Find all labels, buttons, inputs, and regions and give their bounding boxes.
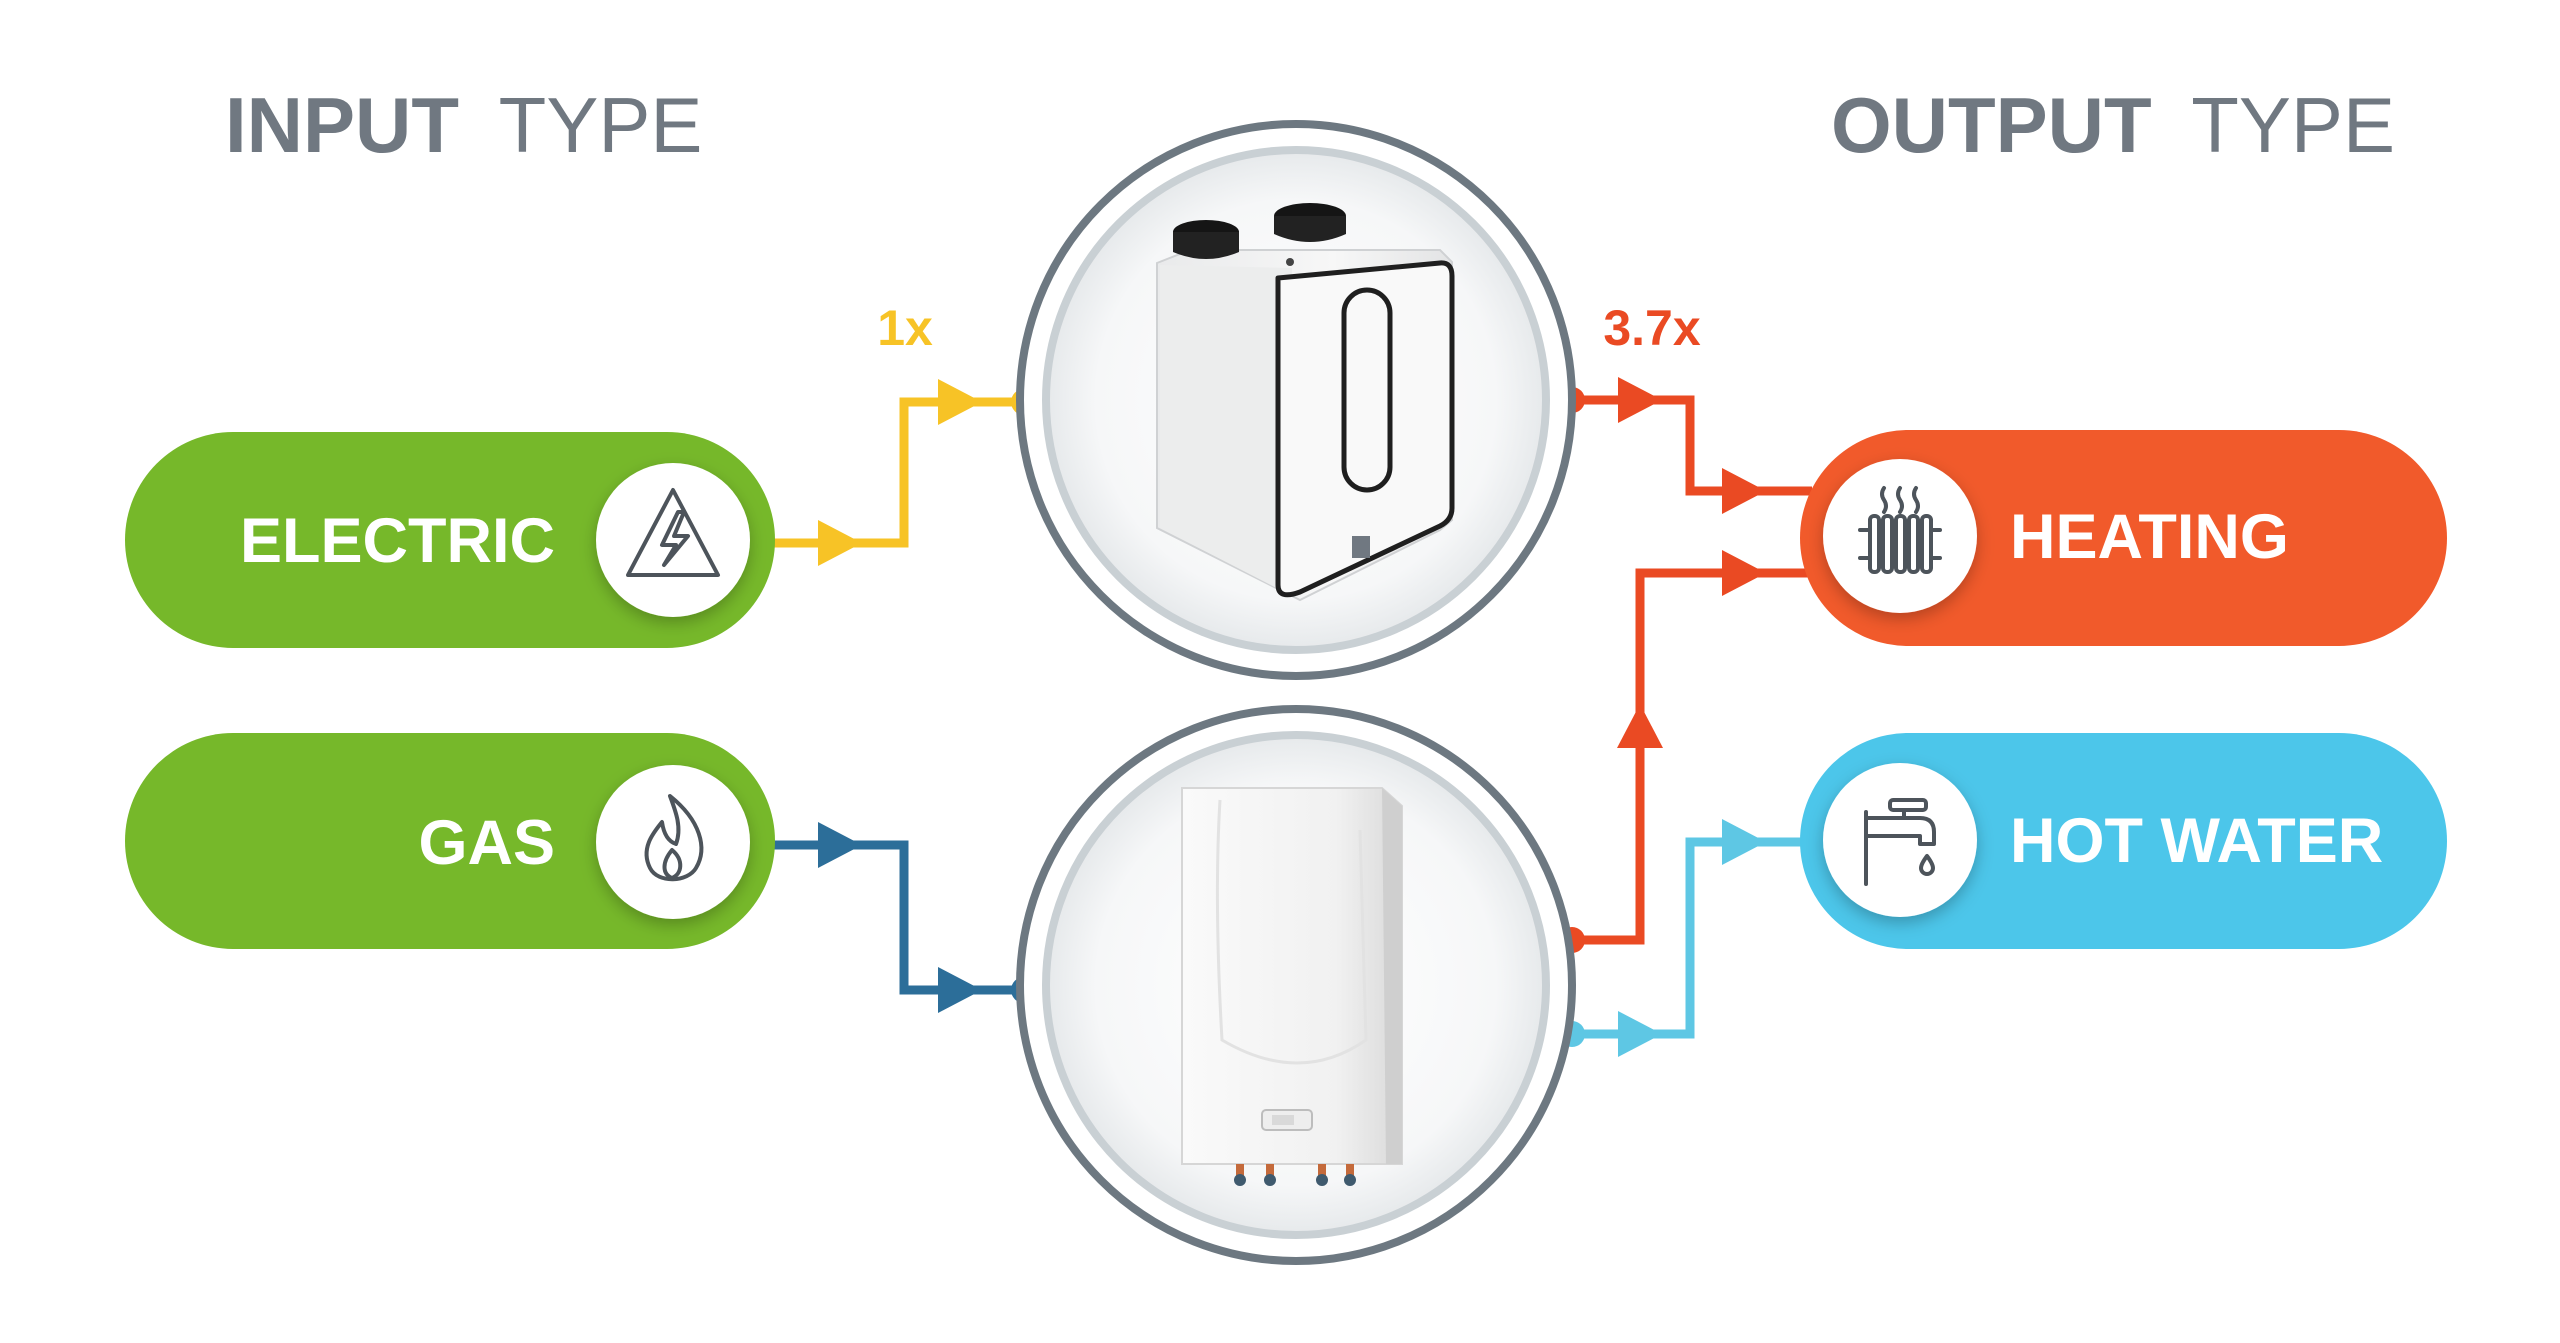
- heat-pump-to-heating-connector: [1572, 395, 1812, 496]
- hot-water-pill: [1800, 733, 2447, 949]
- water-arrow-2: [1722, 819, 1766, 865]
- electric-arrow-2: [938, 379, 982, 425]
- electric-label: ELECTRIC: [240, 506, 555, 576]
- input-multiplier: 1x: [877, 300, 933, 356]
- output-heading-bold: OUTPUT: [1831, 81, 2152, 169]
- hot-water-icon-badge: [1823, 763, 1977, 917]
- output-heating: HEATING: [1800, 430, 2447, 646]
- gas-boiler-device: [1016, 705, 1576, 1265]
- input-heading-bold: INPUT: [225, 81, 459, 169]
- electric-warning-icon: [626, 488, 720, 577]
- output-multiplier: 3.7x: [1603, 300, 1701, 356]
- electric-icon-badge: [596, 463, 750, 617]
- gas-boiler-unit: [1181, 787, 1403, 1186]
- water-arrow-1: [1618, 1011, 1662, 1057]
- output-hot-water: HOT WATER: [1800, 733, 2447, 949]
- heating-label: HEATING: [2010, 502, 2289, 572]
- input-gas: GAS: [125, 733, 775, 949]
- input-type-heading: INPUT TYPE: [225, 81, 702, 169]
- heating-icon-badge: [1823, 459, 1977, 613]
- gas-pill: [125, 733, 775, 949]
- input-electric: ELECTRIC: [125, 432, 775, 648]
- input-heading-light: TYPE: [499, 81, 703, 169]
- electric-pill: [125, 432, 775, 648]
- output-type-heading: OUTPUT TYPE: [1831, 81, 2395, 169]
- heat-pump-arrow-2: [1722, 468, 1766, 514]
- boiler-heat-arrow-2: [1722, 550, 1766, 596]
- heating-pill: [1800, 430, 2447, 646]
- hot-water-label: HOT WATER: [2010, 806, 2383, 876]
- gas-label: GAS: [418, 808, 555, 878]
- electric-connector: [770, 397, 1025, 548]
- output-heading-light: TYPE: [2191, 81, 2395, 169]
- heat-pump-unit: [1156, 203, 1455, 602]
- gas-arrow-1: [818, 822, 862, 868]
- radiator-icon: [1858, 486, 1942, 574]
- flame-icon: [644, 794, 704, 882]
- gas-connector: [770, 840, 1025, 995]
- heat-pump-device: [1016, 120, 1576, 680]
- electric-arrow-1: [818, 520, 862, 566]
- heat-pump-arrow-1: [1618, 377, 1662, 423]
- faucet-icon: [1864, 798, 1936, 886]
- gas-arrow-2: [938, 967, 982, 1013]
- boiler-heat-arrow-up: [1617, 704, 1663, 748]
